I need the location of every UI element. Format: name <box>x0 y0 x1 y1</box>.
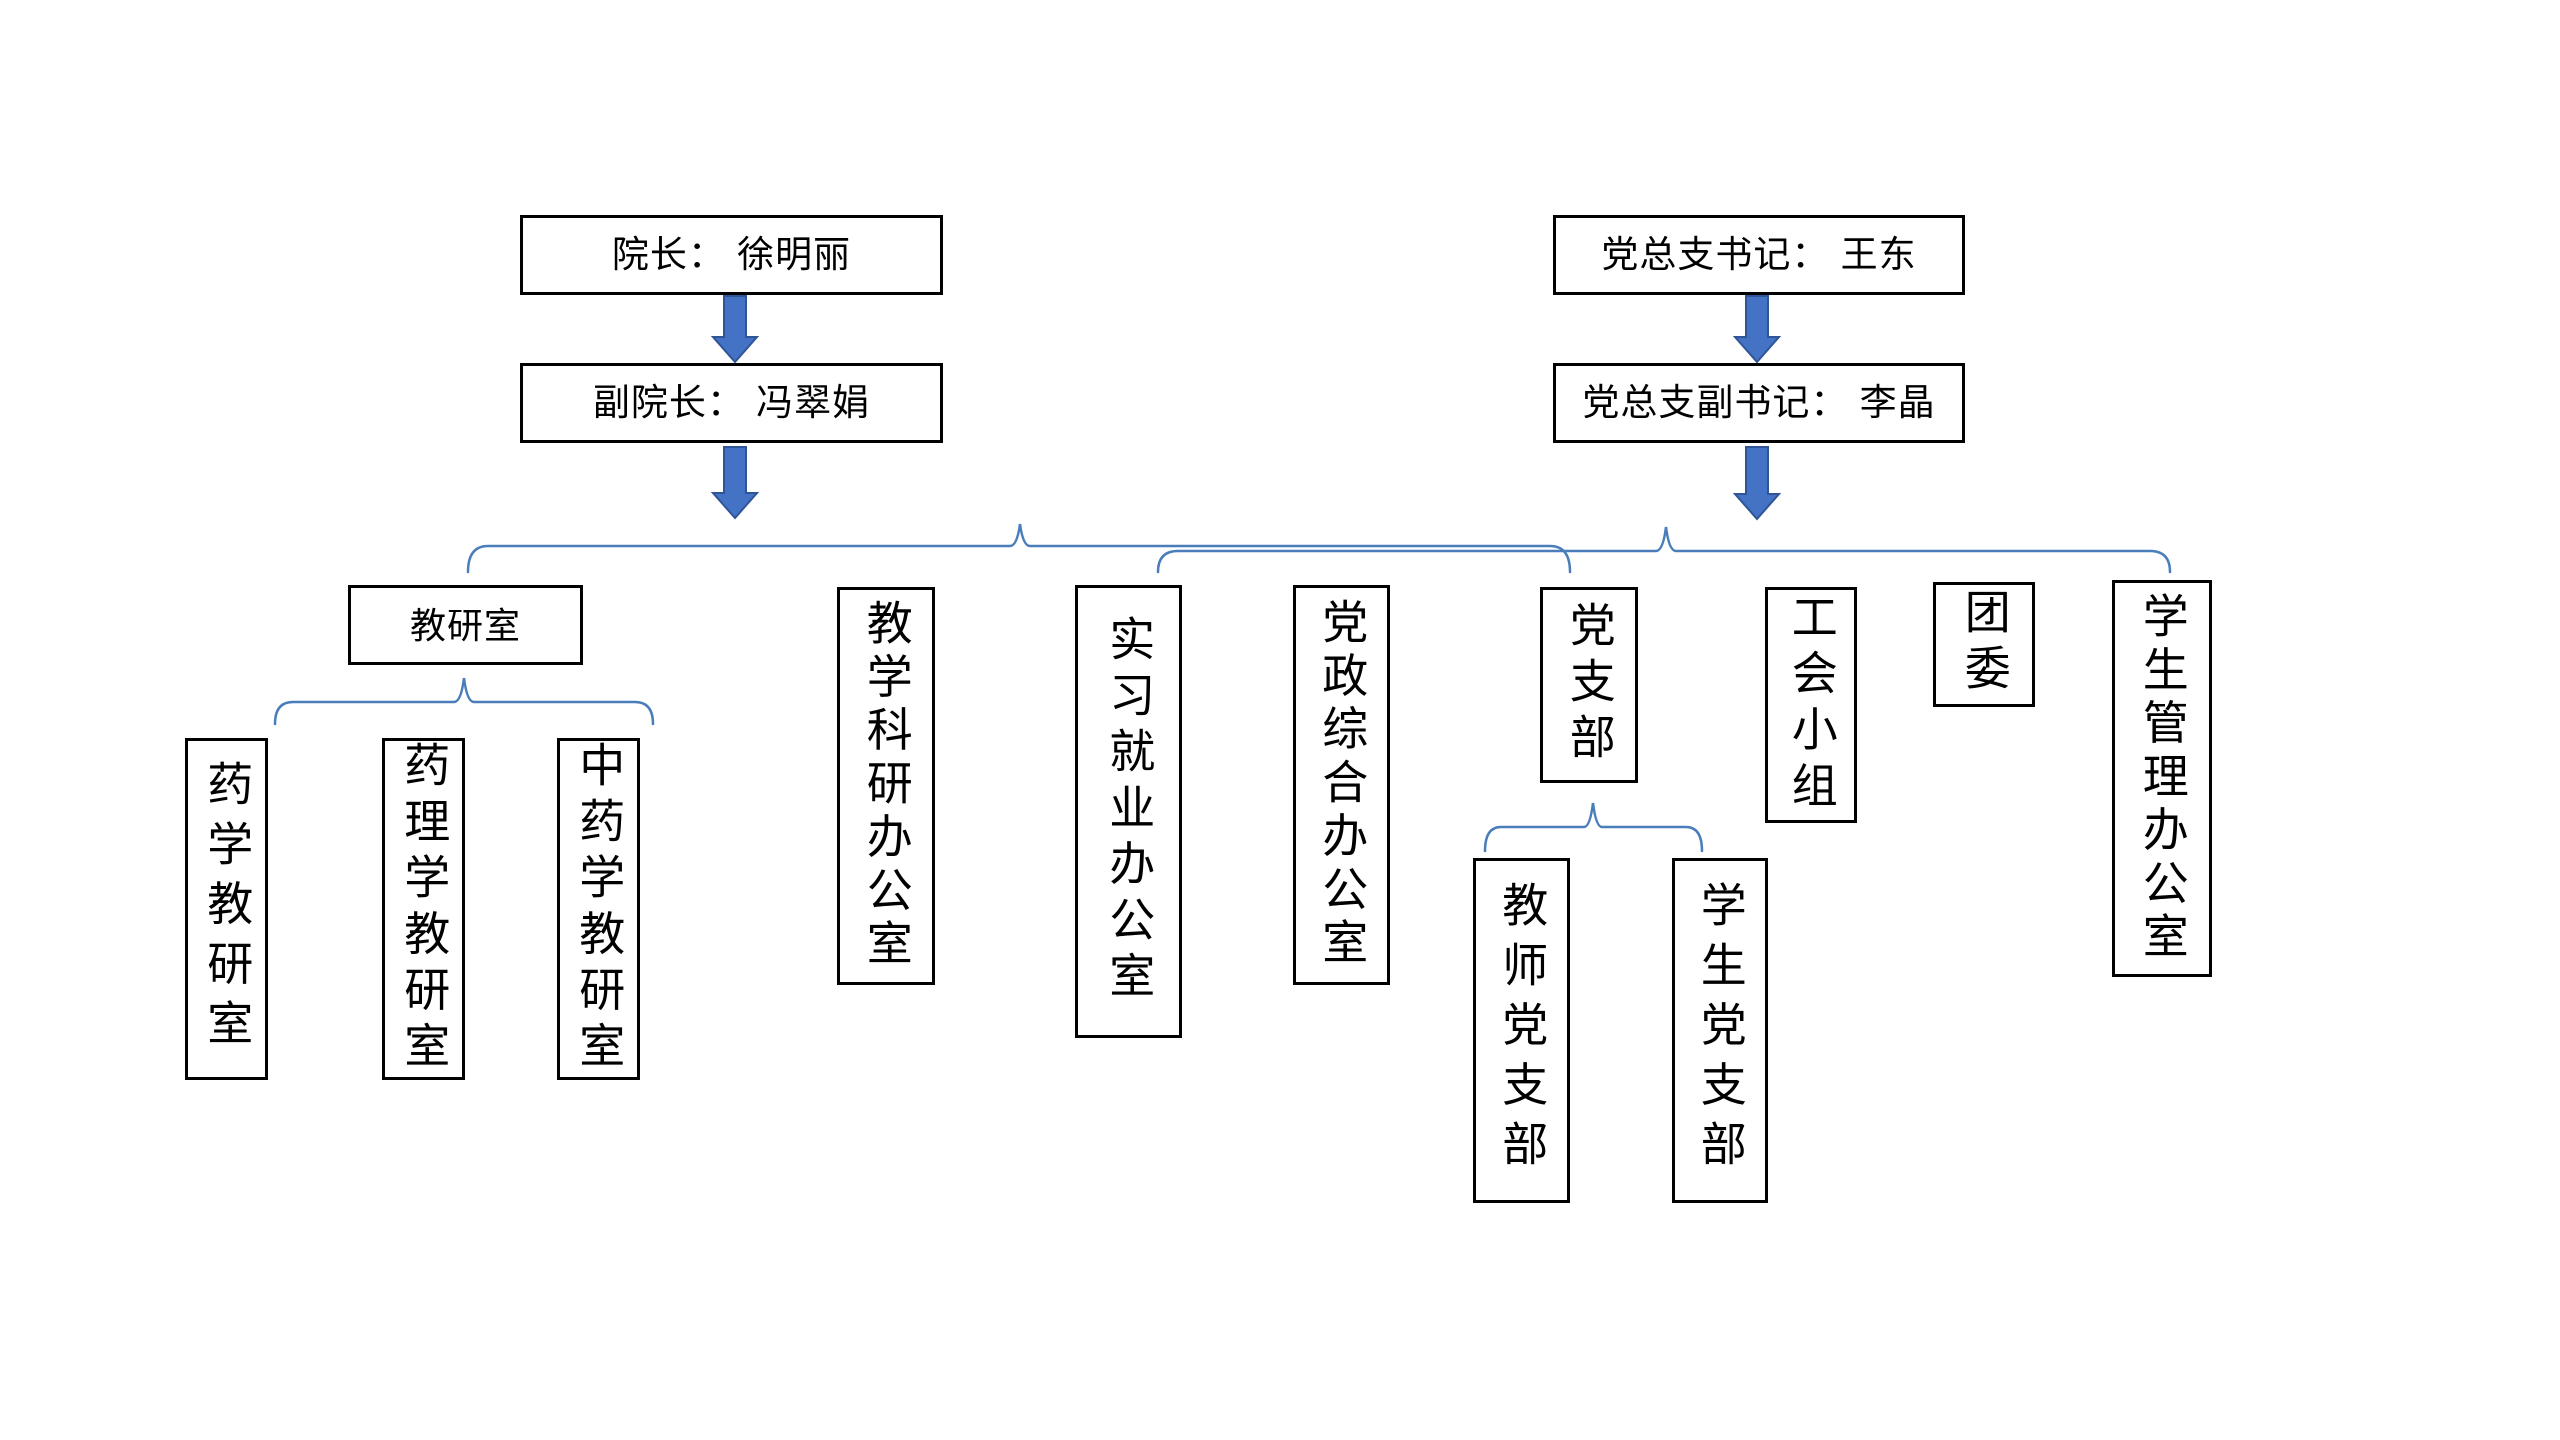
node-youth-league: 团委 <box>1933 582 2035 707</box>
node-dean: 院长： 徐明丽 <box>520 215 943 295</box>
node-teaching-science-office: 教学科研办公室 <box>837 587 935 985</box>
node-union-group: 工会小组 <box>1765 587 1857 823</box>
node-student-management-office: 学生管理办公室 <box>2112 580 2212 977</box>
node-party-admin-office: 党政综合办公室 <box>1293 585 1390 985</box>
node-teaching-research-office: 教研室 <box>348 585 583 665</box>
arrow-secretary-to-deputy <box>1732 295 1782 364</box>
node-tcm-tro: 中药学教研室 <box>557 738 640 1080</box>
node-student-party-branch: 学生党支部 <box>1672 858 1768 1203</box>
node-party-deputy-secretary: 党总支副书记： 李晶 <box>1553 363 1965 443</box>
node-pharmacology-tro: 药理学教研室 <box>382 738 465 1080</box>
brace-party-children <box>1156 526 2172 574</box>
node-teacher-party-branch: 教师党支部 <box>1473 858 1570 1203</box>
brace-party-branch-children <box>1483 802 1704 853</box>
node-internship-employment-office: 实习就业办公室 <box>1075 585 1182 1038</box>
node-vice-dean: 副院长： 冯翠娟 <box>520 363 943 443</box>
node-party-branch: 党支部 <box>1540 587 1638 783</box>
node-party-secretary: 党总支书记： 王东 <box>1553 215 1965 295</box>
node-pharmacy-tro: 药学教研室 <box>185 738 268 1080</box>
brace-tro-children <box>273 677 655 726</box>
brace-admin-children <box>466 523 1572 574</box>
arrow-deputy-to-units <box>1732 446 1782 521</box>
arrow-dean-to-vice-dean <box>710 295 760 364</box>
arrow-vice-dean-to-units <box>710 446 760 520</box>
